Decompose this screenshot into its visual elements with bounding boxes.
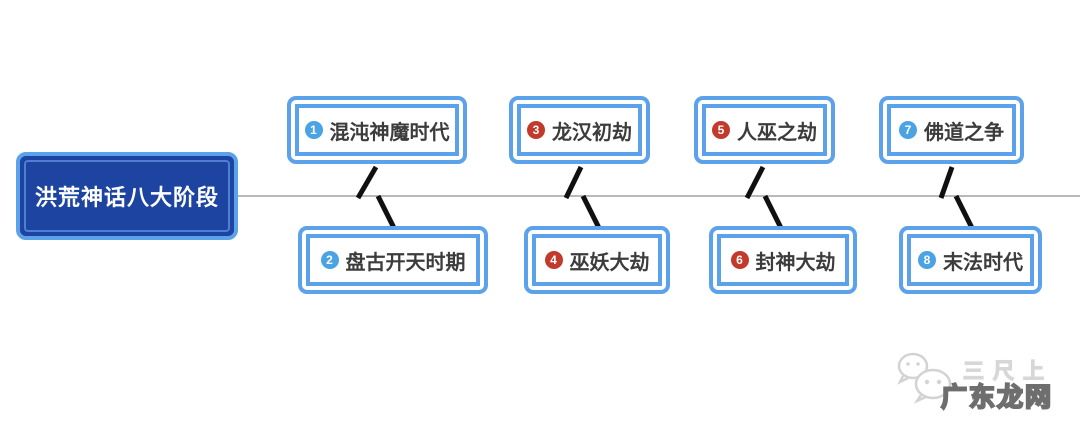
stage-box-2[interactable]: 2 盘古开天时期 [298,226,488,294]
stage-box-7[interactable]: 7 佛道之争 [879,96,1024,164]
stage-1-number-badge: 1 [304,121,323,139]
connector-stage-4 [580,194,602,230]
stage-box-5[interactable]: 5 人巫之劫 [694,96,835,164]
connector-stage-2 [375,194,397,230]
stage-1-label: 混沌神魔时代 [329,121,450,144]
stage-box-8[interactable]: 8 末法时代 [899,226,1042,294]
stage-2-number-badge: 2 [320,251,339,269]
stage-7-label: 佛道之争 [924,121,1004,144]
root-topic-label: 洪荒神话八大阶段 [34,185,219,210]
stage-5-label: 人巫之劫 [737,121,817,144]
stage-4-number-badge: 4 [544,251,563,269]
stage-8-label: 末法时代 [943,251,1023,274]
connector-stage-7 [938,166,955,199]
connector-stage-3 [563,165,584,200]
stage-6-number-badge: 6 [730,251,749,269]
stage-8-number-badge: 8 [918,251,936,269]
root-topic-box[interactable]: 洪荒神话八大阶段 [16,152,238,240]
stage-box-1[interactable]: 1 混沌神魔时代 [287,96,467,164]
stage-box-4[interactable]: 4 巫妖大劫 [524,226,670,294]
stage-3-label: 龙汉初劫 [552,121,632,144]
connector-stage-1 [355,165,379,200]
stage-4-label: 巫妖大劫 [569,251,650,274]
stage-7-number-badge: 7 [899,121,917,139]
stage-3-number-badge: 3 [527,121,545,139]
stage-box-3[interactable]: 3 龙汉初劫 [509,96,650,164]
connector-stage-6 [762,194,784,230]
stage-box-6[interactable]: 6 封神大劫 [709,226,857,294]
stage-2-label: 盘古开天时期 [345,251,466,274]
connector-stage-8 [953,194,975,230]
stage-5-number-badge: 5 [712,121,730,139]
stage-6-label: 封神大劫 [755,251,836,274]
connector-stage-5 [744,165,766,200]
